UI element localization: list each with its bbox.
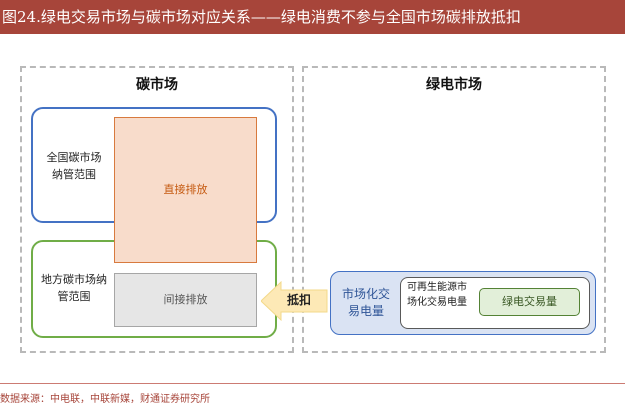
direct-emissions-label: 直接排放 [163, 183, 208, 196]
green-power-market-panel: 绿电市场 [302, 66, 606, 353]
green-power-market-title: 绿电市场 [426, 77, 482, 93]
indirect-emissions-label: 间接排放 [163, 293, 208, 306]
offset-label: 抵扣 [286, 293, 311, 307]
offset-arrow [261, 280, 328, 322]
national-scope-label: 全国碳市场纳管范围 [46, 151, 102, 181]
carbon-market-panel: 碳市场 [20, 66, 294, 353]
figure-title: 图24.绿电交易市场与碳市场对应关系——绿电消费不参与全国市场碳排放抵扣 [0, 0, 625, 34]
local-scope-label: 地方碳市场纳管范围 [41, 273, 107, 303]
green-trade-label: 绿电交易量 [502, 295, 557, 308]
footer-divider [0, 383, 625, 384]
direct-emissions-box [114, 117, 257, 263]
marketized-trading-label: 市场化交易电量 [341, 287, 390, 318]
indirect-emissions-box [114, 273, 257, 327]
renewable-trading-label: 可再生能源市场化交易电量 [407, 282, 467, 308]
carbon-market-title: 碳市场 [136, 77, 178, 93]
green-trade-box [479, 288, 580, 316]
offset-arrow-shape [261, 280, 328, 322]
source-note: 数据来源：中电联，中联新媒，财通证券研究所 [0, 394, 210, 405]
